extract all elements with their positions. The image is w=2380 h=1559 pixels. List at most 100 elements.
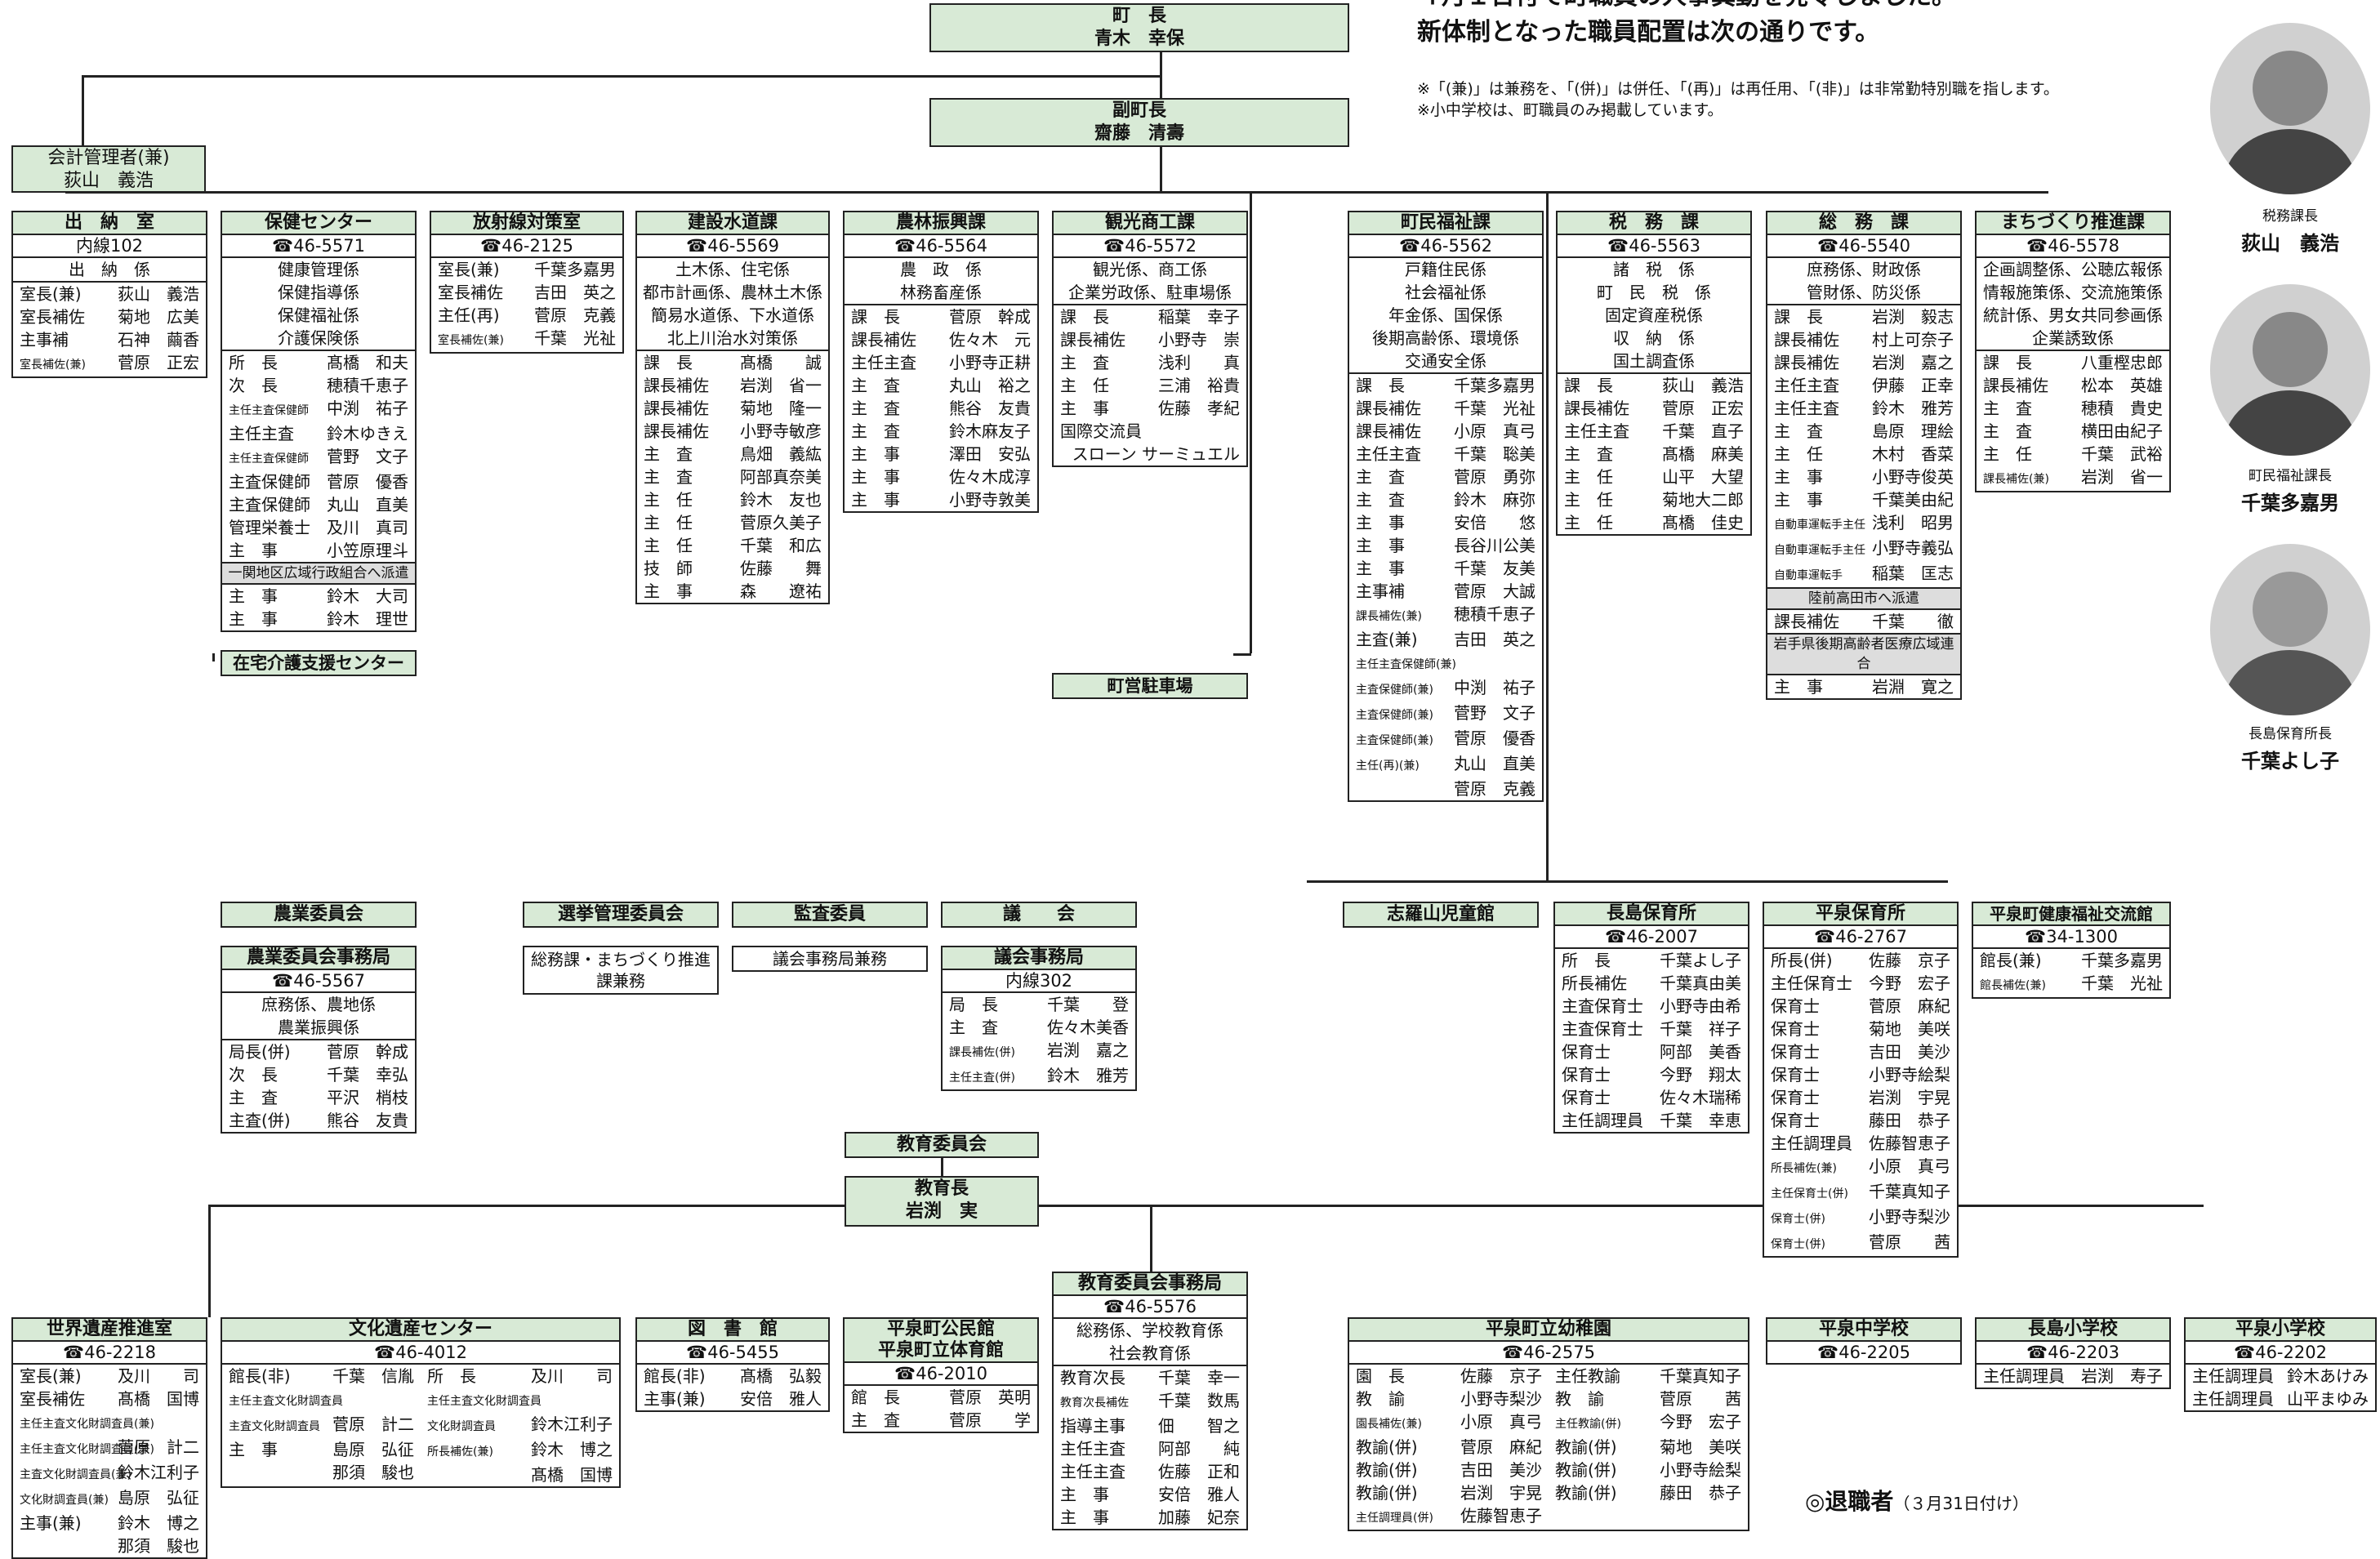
hiraizumi-sho-people: 主任調理員鈴木あけみ主任調理員山平まゆみ: [2186, 1365, 2375, 1410]
staff-name: 石神 繭香: [118, 330, 199, 350]
staff-row: 文化財調査員鈴木 博之: [421, 1413, 619, 1459]
staff-name: 熊谷 友貴: [327, 1111, 408, 1130]
staff-title: 主査保健師(兼): [1356, 709, 1433, 722]
yochien-title: 平泉町立幼稚園: [1349, 1319, 1748, 1342]
staff-row: 局 長千葉 登: [943, 993, 1135, 1016]
staff-title: 主任調理員: [2192, 1389, 2274, 1409]
staff-name: 千葉 和広: [740, 536, 822, 555]
photo-title-1: 税務課長: [2262, 208, 2318, 225]
staff-title: 主 査: [851, 399, 900, 418]
sekai-people: 室長(兼)及川 司室長補佐髙橋 国博主任主査文化財調査員(兼)菅原 計二主任主査…: [13, 1365, 206, 1556]
staff-name: 八重樫忠郎: [2081, 353, 2163, 372]
staff-name: 小野寺敦美: [949, 490, 1031, 510]
hiraizumi-hoiku-tel: ☎46-2767: [1764, 926, 1957, 949]
dept-tel: ☎46-5569: [637, 235, 828, 258]
staff-title: 主 査: [1983, 399, 2032, 418]
staff-title: 主 査: [644, 444, 693, 464]
staff-name: 小原 真弓: [1869, 1156, 1950, 1176]
staff-row: 主 事 小野寺敦美: [845, 488, 1037, 511]
staff-row: 主 事岩淵 寛之: [1767, 675, 1960, 698]
staff-row: 課長補佐千葉 光祉: [1349, 397, 1542, 420]
unit-name: 都市計画係、農林土木係: [643, 283, 822, 302]
staff-name: 山平 大望: [1662, 467, 1744, 487]
bunka-title: 文化遺産センター: [222, 1319, 619, 1342]
staff-row: 保育士 今野 翔太: [1555, 1063, 1748, 1086]
staff-row: 課長補佐松本 英雄: [1977, 374, 2169, 397]
connector: [1160, 144, 1162, 193]
unit-name: 収 納 係: [1613, 328, 1695, 348]
dept-tel: ☎46-5562: [1349, 235, 1542, 258]
staff-name: 吉田 美沙: [1460, 1460, 1542, 1480]
unit-name: 管財係、防災係: [1807, 283, 1921, 302]
staff-title: 局 長: [949, 995, 998, 1014]
accountant-box: 会計管理者(兼) 荻山 義浩: [11, 145, 206, 193]
kenko-fukushi-title: 平泉町健康福祉交流館: [1973, 903, 2169, 926]
staff-row: 主 事佐藤 孝紀: [1054, 397, 1246, 420]
staff-name: 小野寺由希: [1660, 996, 1741, 1016]
staff-title: 教諭(併): [1356, 1437, 1418, 1457]
staff-title: 主 任: [1564, 467, 1613, 487]
dept-tel: ☎46-5563: [1558, 235, 1750, 258]
staff-row: 主査文化財調査員島原 弘征: [222, 1413, 421, 1459]
staff-title: 課長補佐: [644, 399, 709, 418]
staff-name: 髙橋 和夫: [327, 353, 408, 372]
staff-title: 課長補佐(兼): [1983, 473, 2049, 486]
staff-title: 主 任: [1983, 444, 2032, 464]
staff-title: 保育士: [1562, 1065, 1611, 1085]
unit-name: 農業振興係: [278, 1018, 359, 1037]
staff-row: 室長補佐菊地 広美: [13, 305, 206, 328]
staff-name: 木村 香菜: [1872, 444, 1954, 464]
staff-row: 保育士佐々木瑞稀: [1555, 1086, 1748, 1109]
vice-name: 齋藤 清壽: [1094, 123, 1184, 144]
staff-title: 課長補佐: [1060, 330, 1125, 350]
sekai-title: 世界遺産推進室: [13, 1319, 206, 1342]
staff-title: 保育士: [1562, 1088, 1611, 1107]
edu-office-units: 総務係、学校教育係社会教育係: [1054, 1319, 1246, 1366]
staff-name: 菅野 文子: [327, 447, 408, 466]
staff-name: 今野 翔太: [1660, 1065, 1741, 1085]
yochien-tel: ☎46-2575: [1349, 1342, 1748, 1365]
dept-tel: 内線102: [13, 235, 206, 258]
chugakko-tel: ☎46-2205: [1817, 1343, 1910, 1362]
staff-row: 国際交流員スローン サーミュエル: [1054, 420, 1246, 464]
staff-title: 主事補: [1356, 581, 1405, 601]
staff-name: 菅原 麻紀: [1869, 996, 1950, 1016]
staff-title: 主 事: [851, 490, 900, 510]
staff-name: 浅利 真: [1158, 353, 1240, 372]
staff-name: 島原 弘征: [332, 1440, 414, 1459]
nagashima-sho-title: 長島小学校: [1977, 1319, 2169, 1342]
staff-row: 主任調理員山平まゆみ: [2186, 1388, 2375, 1410]
staff-title: 教諭(併): [1555, 1437, 1617, 1457]
staff-name: 村上可奈子: [1872, 330, 1954, 350]
staff-name: 鈴木 理世: [327, 609, 408, 629]
staff-row: 課長補佐(兼)岩渕 省一: [1977, 465, 2169, 491]
staff-name: 島原 理絵: [1872, 421, 1954, 441]
staff-row: 主任保育士今野 宏子: [1764, 972, 1957, 995]
staff-name: 千葉よし子: [1660, 951, 1741, 970]
dept-tel: ☎46-5540: [1767, 235, 1960, 258]
unit-name: 諸 税 係: [1613, 260, 1695, 279]
staff-row: 保育士(併)菅原 茜: [1764, 1231, 1957, 1256]
staff-row: 主任主査保健師(兼)中渕 祐子: [1349, 651, 1542, 697]
staff-row: 室長補佐(兼)菅原 正宏: [13, 351, 206, 376]
staff-name: 鈴木 博之: [118, 1513, 199, 1533]
staff-row: 課長補佐千葉 徹: [1767, 610, 1960, 633]
staff-title: 教諭(併): [1356, 1483, 1418, 1503]
staff-title: 管理栄養士: [229, 518, 310, 537]
hiraizumi-sho-title: 平泉小学校: [2186, 1319, 2375, 1342]
staff-name: 千葉美由紀: [1872, 490, 1954, 510]
note1: ※「(兼)」は兼務を、「(併)」は併任、「(再)」は再任用、「(非)」は非常勤特…: [1417, 80, 2059, 98]
staff-title: 主査保育士: [1562, 1019, 1643, 1039]
staff-row: 主任主査(併)鈴木 雅芳: [943, 1064, 1135, 1089]
staff-name: 三浦 裕貴: [1158, 376, 1240, 395]
nogyo-units: 庶務係、農地係農業振興係: [222, 993, 415, 1040]
staff-row: 主 任木村 香菜: [1767, 443, 1960, 465]
staff-row: 教 諭菅原 茜: [1549, 1388, 1748, 1410]
staff-row: 主 事小野寺俊英: [1767, 465, 1960, 488]
staff-name: 那須 駿也: [332, 1463, 414, 1482]
staff-row: 教諭(併)岩渕 宇晃: [1349, 1481, 1549, 1504]
connector: [1307, 880, 1948, 883]
